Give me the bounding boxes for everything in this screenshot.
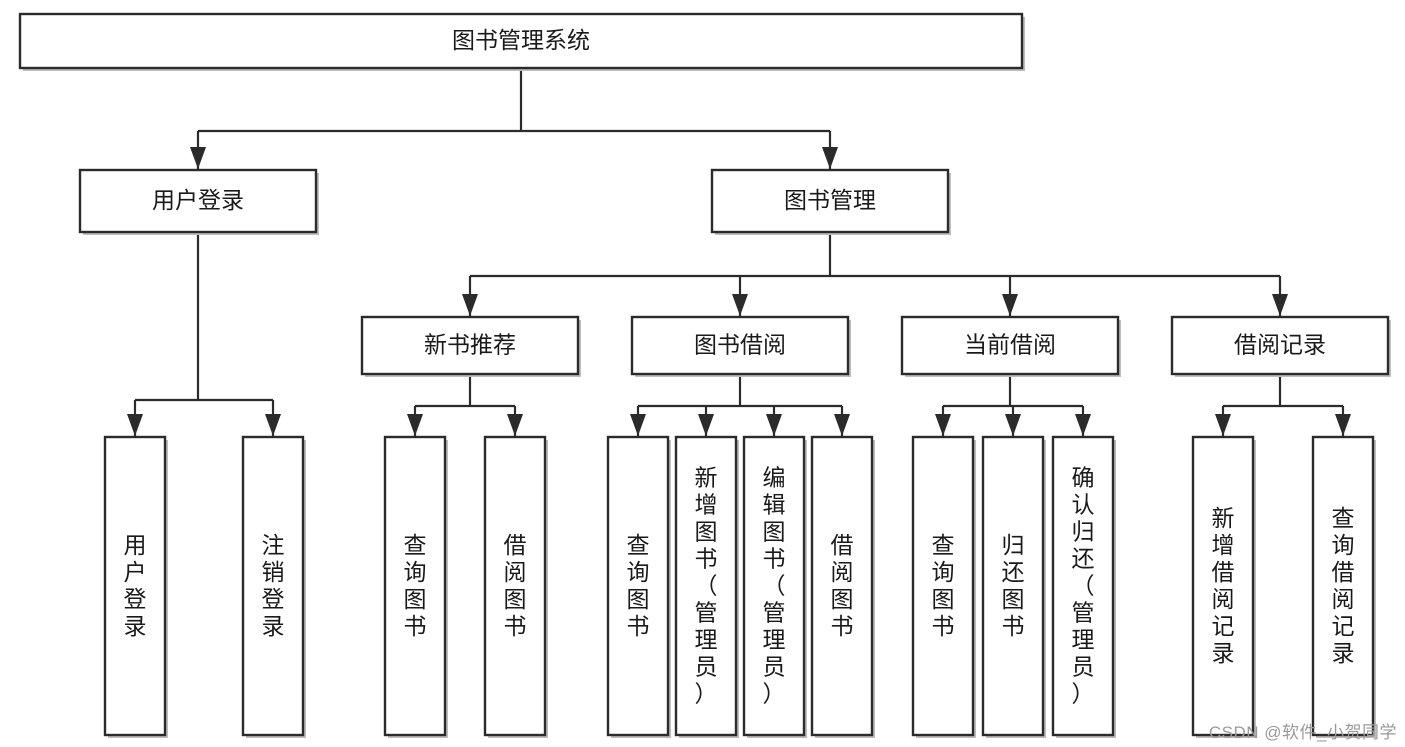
arrow-head-icon xyxy=(407,414,423,436)
arrow-head-icon xyxy=(190,147,206,169)
node-label: 查询图书 xyxy=(932,532,955,639)
node-leaf-confirm-return-admin[interactable]: 确认归还（管理员） xyxy=(1051,435,1116,738)
arrow-head-icon xyxy=(1002,294,1018,316)
node-leaf-query-book-borrow[interactable]: 查询图书 xyxy=(606,435,671,738)
node-box xyxy=(241,435,305,737)
node-box xyxy=(18,12,1024,70)
arrow-head-icon xyxy=(127,414,143,436)
node-leaf-query-book-current[interactable]: 查询图书 xyxy=(911,435,976,738)
node-box xyxy=(360,315,580,376)
node-box xyxy=(630,315,850,376)
node-label: 借阅记录 xyxy=(1234,332,1326,358)
node-box xyxy=(742,435,806,737)
node-label: 图书借阅 xyxy=(694,332,786,358)
arrow-head-icon xyxy=(462,294,478,316)
node-leaf-borrow-book[interactable]: 借阅图书 xyxy=(810,435,875,738)
node-leaf-query-borrow-record[interactable]: 查询借阅记录 xyxy=(1311,435,1376,738)
node-box xyxy=(606,435,670,737)
arrow-head-icon xyxy=(1335,414,1351,436)
node-label: 查询图书 xyxy=(627,532,650,639)
node-box xyxy=(981,435,1045,737)
node-box xyxy=(710,168,950,234)
node-box xyxy=(1311,435,1375,737)
node-label: 图书管理 xyxy=(784,187,876,213)
node-label: 借阅图书 xyxy=(504,532,527,639)
arrow-head-icon xyxy=(935,414,951,436)
node-label: 图书管理系统 xyxy=(452,27,590,53)
node-book-borrow[interactable]: 图书借阅 xyxy=(630,315,851,377)
node-leaf-add-borrow-record[interactable]: 新增借阅记录 xyxy=(1191,435,1256,738)
node-label: 借阅图书 xyxy=(831,532,854,639)
node-user-login[interactable]: 用户登录 xyxy=(78,168,319,235)
node-root[interactable]: 图书管理系统 xyxy=(18,12,1025,71)
arrow-head-icon xyxy=(766,414,782,436)
node-leaf-query-book-rec[interactable]: 查询图书 xyxy=(383,435,448,738)
node-label: 新书推荐 xyxy=(424,332,516,358)
node-box xyxy=(78,168,318,234)
node-label: 新增借阅记录 xyxy=(1212,505,1235,666)
node-box xyxy=(1170,315,1390,376)
node-leaf-borrow-book-rec[interactable]: 借阅图书 xyxy=(483,435,548,738)
node-label: 编辑图书（管理员） xyxy=(763,465,786,707)
arrow-head-icon xyxy=(507,414,523,436)
node-label: 新增图书（管理员） xyxy=(695,465,718,707)
node-leaf-add-book-admin[interactable]: 新增图书（管理员） xyxy=(674,435,739,738)
arrow-head-icon xyxy=(732,294,748,316)
node-label: 注销登录 xyxy=(262,532,285,639)
node-leaf-user-login[interactable]: 用户登录 xyxy=(103,435,168,738)
arrow-head-icon xyxy=(1215,414,1231,436)
node-box xyxy=(1191,435,1255,737)
node-box xyxy=(810,435,874,737)
node-leaf-logout-login[interactable]: 注销登录 xyxy=(241,435,306,738)
node-box xyxy=(911,435,975,737)
arrow-head-icon xyxy=(1005,414,1021,436)
node-box xyxy=(900,315,1120,376)
node-label: 确认归还（管理员） xyxy=(1072,465,1095,707)
connectors-layer xyxy=(127,68,1351,436)
node-label: 用户登录 xyxy=(152,187,244,213)
arrow-head-icon xyxy=(630,414,646,436)
nodes-layer: 图书管理系统用户登录图书管理新书推荐图书借阅当前借阅借阅记录用户登录注销登录查询… xyxy=(18,12,1391,738)
node-box xyxy=(1051,435,1115,737)
arrow-head-icon xyxy=(1272,294,1288,316)
node-box xyxy=(483,435,547,737)
node-leaf-return-book[interactable]: 归还图书 xyxy=(981,435,1046,738)
node-label: 归还图书 xyxy=(1002,532,1025,639)
arrow-head-icon xyxy=(1075,414,1091,436)
node-label: 查询图书 xyxy=(404,532,427,639)
watermark-label: CSDN @软件_小贺同学 xyxy=(1208,723,1397,742)
node-leaf-edit-book-admin[interactable]: 编辑图书（管理员） xyxy=(742,435,807,738)
node-label: 当前借阅 xyxy=(964,332,1056,358)
arrow-head-icon xyxy=(834,414,850,436)
node-borrow-record[interactable]: 借阅记录 xyxy=(1170,315,1391,377)
node-box xyxy=(383,435,447,737)
arrow-head-icon xyxy=(698,414,714,436)
node-label: 用户登录 xyxy=(124,532,147,639)
node-label: 查询借阅记录 xyxy=(1332,505,1355,666)
arrow-head-icon xyxy=(822,147,838,169)
node-current-borrow[interactable]: 当前借阅 xyxy=(900,315,1121,377)
node-box xyxy=(103,435,167,737)
arrow-head-icon xyxy=(265,414,281,436)
node-book-management[interactable]: 图书管理 xyxy=(710,168,951,235)
node-box xyxy=(674,435,738,737)
node-new-book-recommend[interactable]: 新书推荐 xyxy=(360,315,581,377)
